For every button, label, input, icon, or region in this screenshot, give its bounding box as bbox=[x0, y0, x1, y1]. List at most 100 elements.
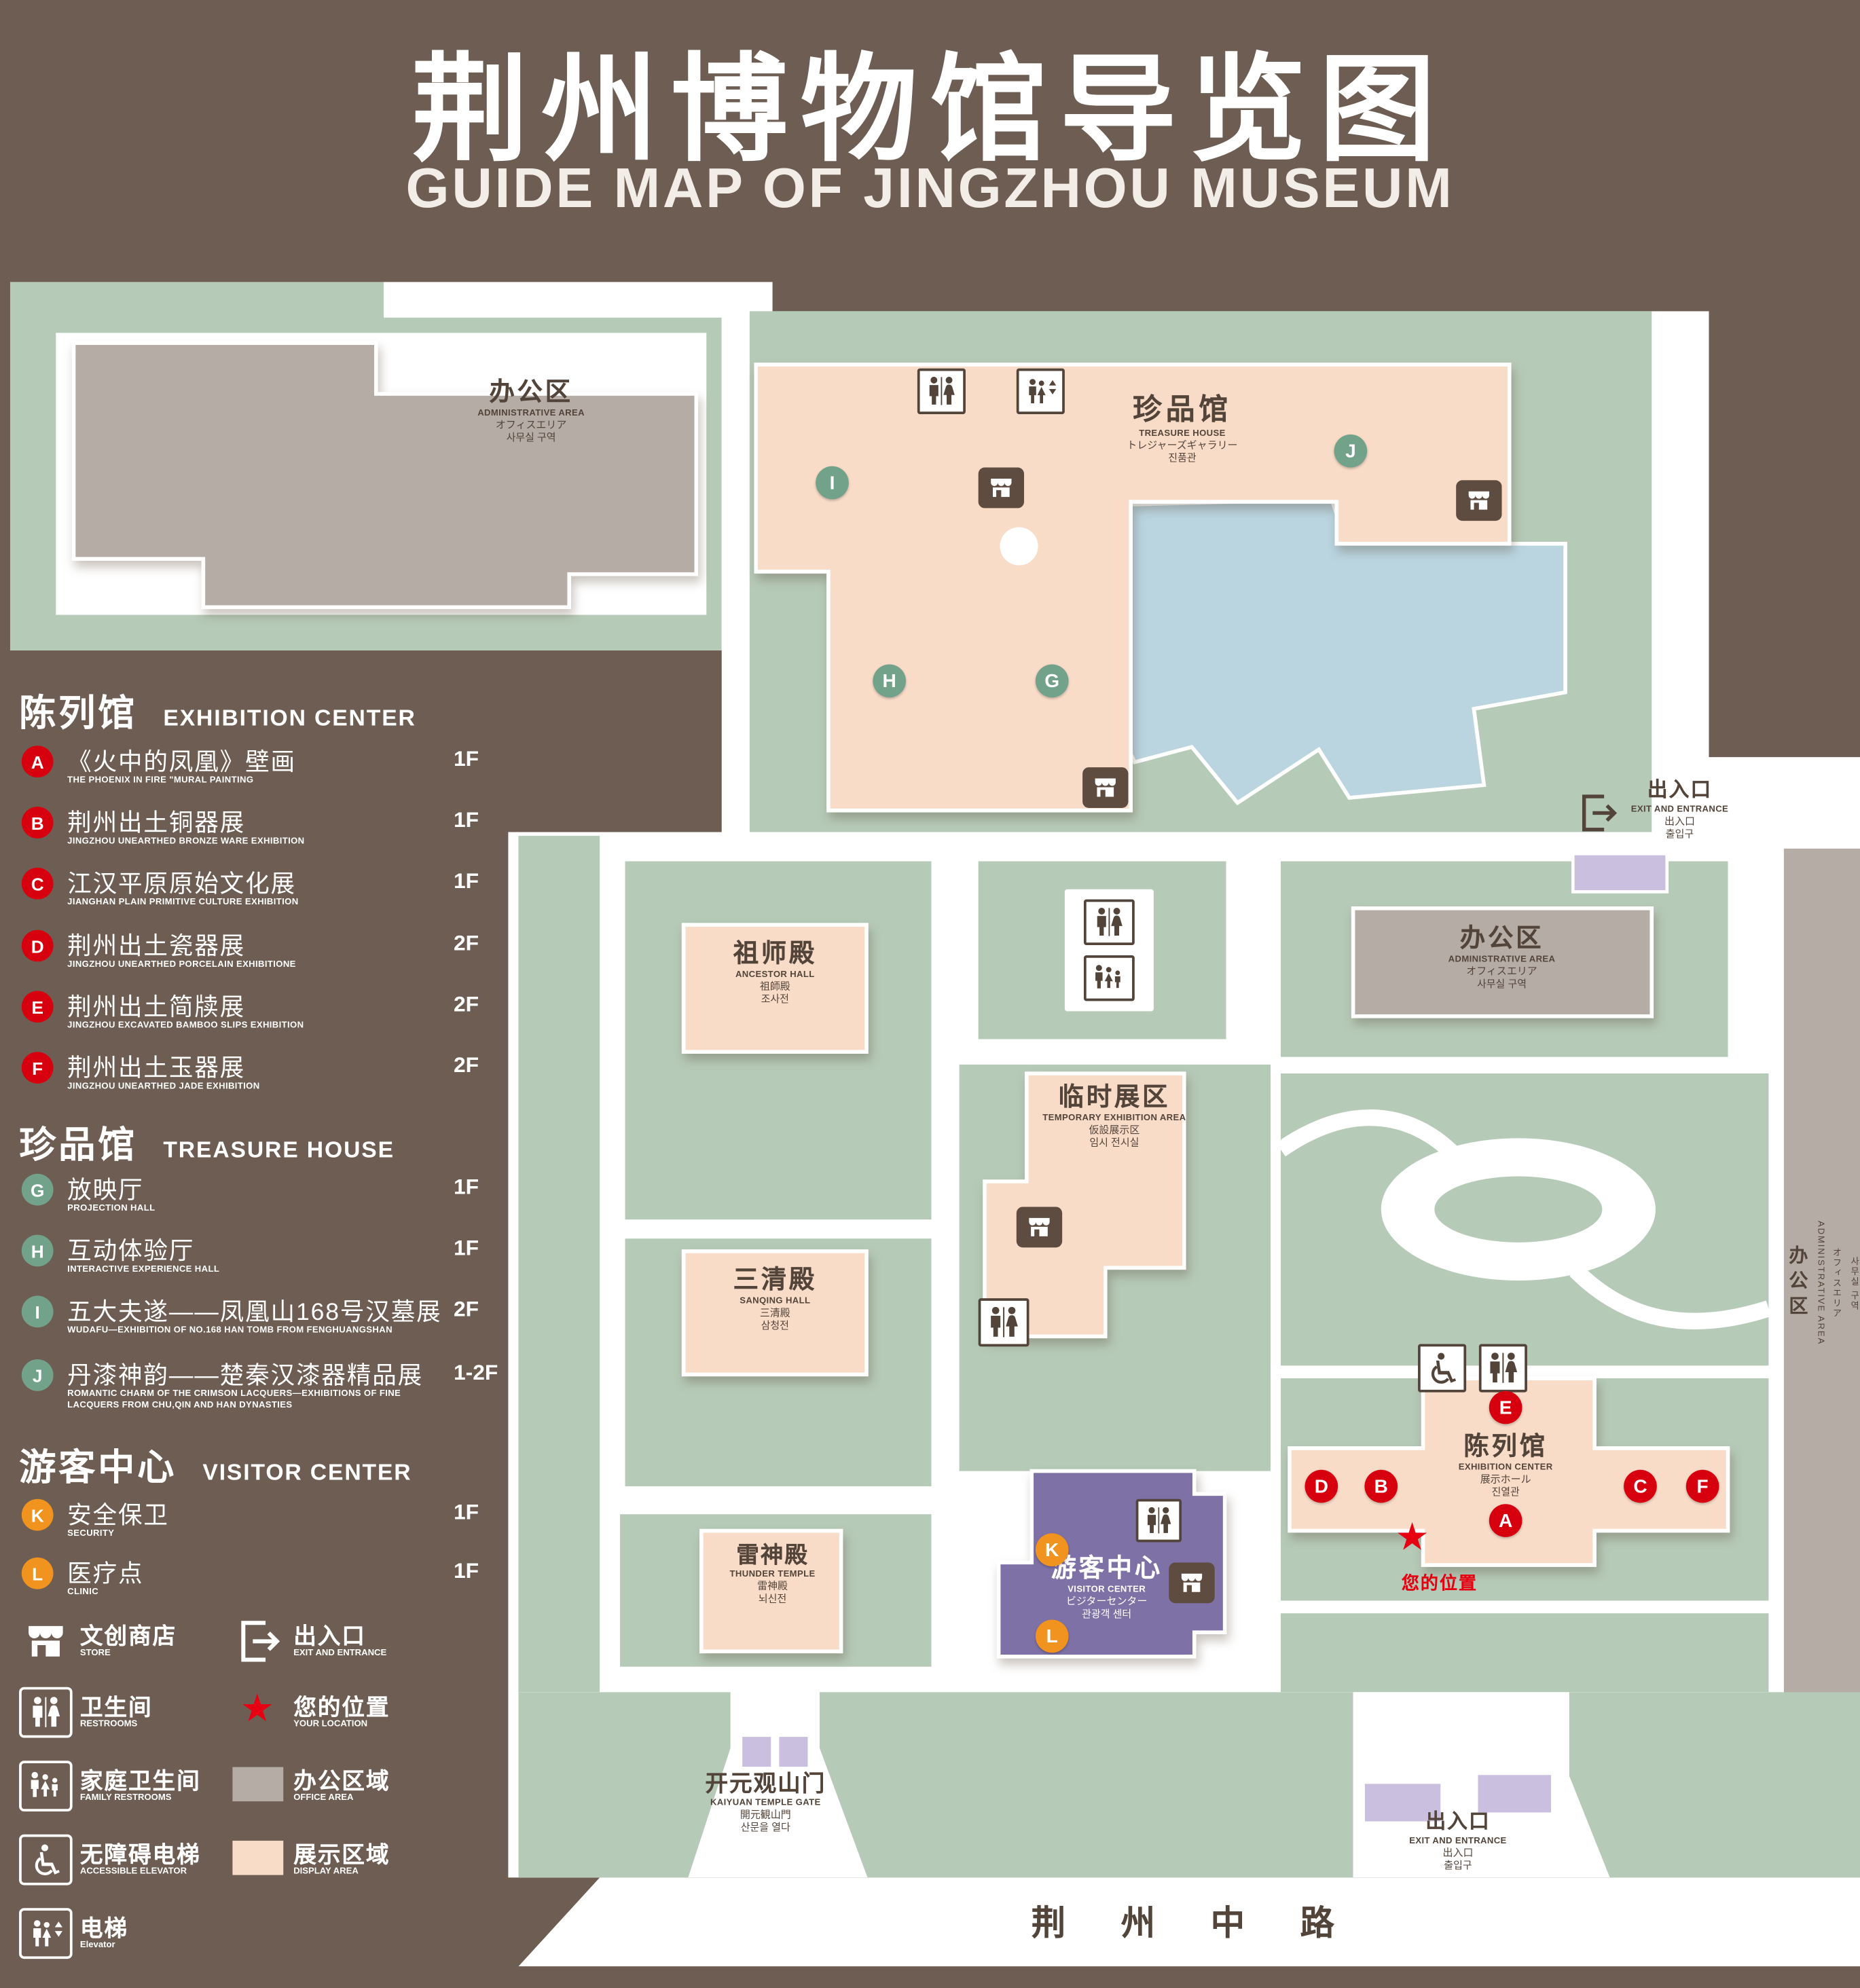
label-zh: 游客中心 bbox=[1051, 1555, 1163, 1583]
marker-badge: C bbox=[21, 867, 54, 900]
item-floor: 2F bbox=[453, 1053, 479, 1078]
label-ko: 뇌신전 bbox=[758, 1593, 787, 1604]
legend-en: FAMILY RESTROOMS bbox=[79, 1793, 172, 1803]
label-treasure-house: 珍品馆 TREASURE HOUSE トレジャーズギャラリー 진품관 bbox=[1078, 393, 1288, 464]
restroom-icon bbox=[917, 368, 966, 414]
label-zh: 开元观山门 bbox=[705, 1771, 826, 1797]
legend-zh: 文创商店 bbox=[79, 1623, 177, 1649]
legend-zh: 无障碍电梯 bbox=[79, 1841, 201, 1868]
section-title-en: EXHIBITION CENTER bbox=[163, 705, 416, 731]
label-ko: 진열관 bbox=[1491, 1486, 1520, 1498]
label-ko: 관광객 센터 bbox=[1082, 1608, 1132, 1620]
store-icon bbox=[1169, 1562, 1215, 1604]
label-ja: オフィスエリア bbox=[495, 419, 567, 431]
label-en: TREASURE HOUSE bbox=[1139, 428, 1226, 439]
accessible-elevator-icon bbox=[19, 1834, 73, 1885]
legend-en: DISPLAY AREA bbox=[293, 1867, 359, 1877]
zone-west-strip bbox=[518, 836, 600, 1693]
your-location-label: 您的位置 bbox=[1401, 1572, 1478, 1594]
legend-en: STORE bbox=[79, 1649, 111, 1658]
gate-structure-south-east bbox=[1474, 1771, 1554, 1816]
map-marker-I: I bbox=[816, 466, 849, 500]
item-en: CLINIC bbox=[67, 1587, 99, 1597]
legend-exit: 出入口 EXIT AND ENTRANCE bbox=[232, 1616, 442, 1677]
marker-badge: E bbox=[21, 991, 54, 1023]
legend-zh: 卫生间 bbox=[79, 1694, 153, 1720]
display-area-swatch bbox=[232, 1841, 284, 1875]
label-exit-east: 出入口 EXIT AND ENTRANCE 出入口 출입구 bbox=[1626, 780, 1733, 841]
label-zh: 陈列馆 bbox=[1463, 1433, 1548, 1461]
gate-structure-east bbox=[1571, 851, 1669, 894]
map-marker-H: H bbox=[873, 664, 907, 698]
item-en: JINGZHOU UNEARTHED BRONZE WARE EXHIBITIO… bbox=[67, 836, 305, 847]
label-zh: 临时展区 bbox=[1058, 1083, 1171, 1112]
building-admin-east bbox=[1351, 906, 1654, 1018]
label-ja: 展示ホール bbox=[1480, 1473, 1531, 1486]
item-zh: 安全保卫 bbox=[67, 1503, 169, 1530]
label-zh: 办公区 bbox=[489, 378, 573, 407]
store-icon bbox=[1082, 767, 1129, 808]
map-marker-E: E bbox=[1489, 1391, 1522, 1424]
legend-your-location: ★ 您的位置 YOUR LOCATION bbox=[232, 1687, 442, 1748]
legend-zh: 您的位置 bbox=[293, 1694, 390, 1720]
garden-path-west bbox=[1276, 1109, 1467, 1168]
item-floor: 1F bbox=[453, 747, 479, 771]
item-floor: 1F bbox=[453, 868, 479, 894]
label-ko: 출입구 bbox=[1665, 828, 1694, 840]
item-zh: 荆州出土铜器展 bbox=[67, 810, 246, 837]
item-zh: 医疗点 bbox=[67, 1561, 144, 1588]
legend-en: YOUR LOCATION bbox=[293, 1720, 368, 1729]
marker-badge: G bbox=[21, 1173, 54, 1206]
marker-badge: F bbox=[21, 1052, 54, 1084]
label-zh: 三清殿 bbox=[733, 1266, 818, 1295]
item-zh: 江汉平原原始文化展 bbox=[67, 871, 296, 898]
item-en: JINGZHOU UNEARTHED JADE EXHIBITION bbox=[67, 1082, 260, 1092]
section-title-en: VISITOR CENTER bbox=[202, 1459, 412, 1486]
gate-structure-kaiyuan-east bbox=[776, 1733, 812, 1770]
label-en: ADMINISTRATIVE AREA bbox=[1815, 1221, 1825, 1346]
elevator-icon bbox=[19, 1908, 73, 1959]
item-en: JIANGHAN PLAIN PRIMITIVE CULTURE EXHIBIT… bbox=[67, 898, 299, 907]
marker-badge: K bbox=[21, 1498, 54, 1531]
zone-gate-east-wedge bbox=[819, 1692, 1353, 1878]
label-kaiyuan-gate: 开元观山门 KAIYUAN TEMPLE GATE 開元観山門 산문을 열다 bbox=[661, 1771, 871, 1834]
your-location-star-icon: ★ bbox=[1395, 1516, 1429, 1559]
map-marker-L: L bbox=[1035, 1619, 1069, 1653]
section-header-treasure-house: 珍品馆 TREASURE HOUSE bbox=[19, 1116, 395, 1169]
label-zh: 出入口 bbox=[1425, 1811, 1491, 1833]
item-floor: 1F bbox=[453, 1175, 479, 1200]
restroom-icon bbox=[978, 1298, 1029, 1347]
map-marker-A: A bbox=[1489, 1504, 1522, 1537]
item-zh: 放映厅 bbox=[67, 1177, 144, 1204]
section-title-zh: 游客中心 bbox=[19, 1448, 177, 1489]
building-treasure-house bbox=[754, 363, 1512, 813]
legend-zh: 家庭卫生间 bbox=[79, 1768, 201, 1794]
label-ko: 출입구 bbox=[1444, 1859, 1472, 1871]
exit-icon bbox=[232, 1616, 286, 1667]
gate-structure-south-west bbox=[1362, 1780, 1444, 1825]
building-sanqing-hall bbox=[681, 1249, 869, 1377]
label-zh: 祖师殿 bbox=[733, 940, 818, 968]
section-title-en: TREASURE HOUSE bbox=[163, 1137, 395, 1162]
legend-en: Elevator bbox=[79, 1940, 115, 1950]
map-marker-J: J bbox=[1334, 434, 1368, 468]
label-ja: トレジャーズギャラリー bbox=[1127, 439, 1238, 451]
item-en: WUDAFU—EXHIBITION OF NO.168 HAN TOMB FRO… bbox=[67, 1326, 393, 1336]
legend-office-area: 办公区域 OFFICE AREA bbox=[232, 1761, 442, 1822]
garden-island bbox=[1434, 1176, 1603, 1242]
label-ko: 임시 전시실 bbox=[1089, 1137, 1139, 1149]
label-visitor-center: 游客中心 VISITOR CENTER ビジターセンター 관광객 센터 bbox=[1014, 1555, 1199, 1621]
item-en: ROMANTIC CHARM OF THE CRIMSON LACQUERS—E… bbox=[67, 1389, 401, 1410]
section-title-zh: 陈列馆 bbox=[19, 693, 138, 735]
map-marker-D: D bbox=[1305, 1469, 1338, 1503]
your-location-star-icon: ★ bbox=[240, 1688, 274, 1731]
restroom-icon bbox=[19, 1687, 73, 1738]
label-zh: 办公区 bbox=[1459, 925, 1544, 953]
label-en: ANCESTOR HALL bbox=[735, 971, 815, 980]
legend-en: EXIT AND ENTRANCE bbox=[293, 1649, 387, 1658]
label-en: ADMINISTRATIVE AREA bbox=[1448, 955, 1556, 965]
label-zh: 出入口 bbox=[1647, 779, 1713, 802]
family-restroom-icon bbox=[1083, 955, 1135, 1001]
label-en: EXIT AND ENTRANCE bbox=[1630, 805, 1729, 815]
